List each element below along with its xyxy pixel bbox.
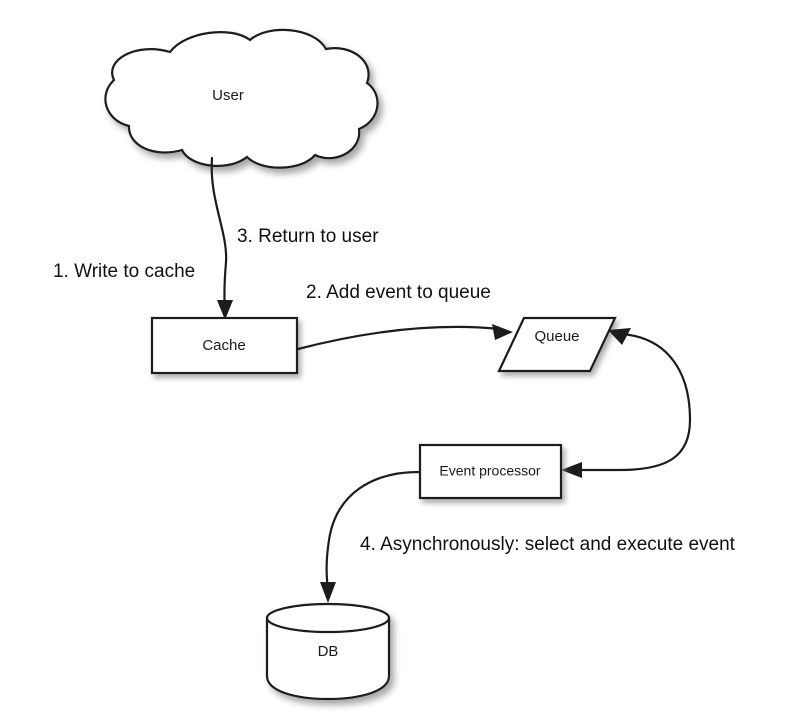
- db-shape: [265, 602, 391, 701]
- edge-queue-eventprocessor-loop: [561, 328, 692, 478]
- event-processor-shape: [418, 443, 563, 500]
- cache-shape: [150, 316, 299, 375]
- edge-cache-to-queue-path: [296, 325, 502, 351]
- node-queue[interactable]: Queue: [497, 316, 617, 373]
- edge-event-processor-to-db: [320, 470, 421, 603]
- arrowhead-into-queue-left: [492, 324, 513, 340]
- arrowhead-down-db: [320, 582, 336, 603]
- edge-user-to-cache-path: [210, 156, 228, 312]
- node-cache[interactable]: Cache: [150, 316, 299, 375]
- node-event-processor-label: Event processor: [439, 463, 540, 479]
- edge-event-processor-to-db-path: [325, 470, 421, 594]
- edge-label-step2: 2. Add event to queue: [306, 282, 491, 303]
- cloud-shape: [104, 28, 379, 169]
- queue-shape: [497, 316, 617, 373]
- edge-label-step1: 1. Write to cache: [53, 261, 195, 282]
- edge-user-to-cache: [210, 156, 233, 320]
- edge-loop-path: [573, 332, 692, 472]
- arrowhead-down-cache: [217, 300, 233, 320]
- node-user[interactable]: User: [104, 28, 379, 169]
- edge-label-step3: 3. Return to user: [237, 226, 379, 247]
- node-event-processor[interactable]: Event processor: [418, 443, 563, 500]
- edge-label-step4: 4. Asynchronously: select and execute ev…: [360, 534, 736, 555]
- arrowhead-into-event-processor: [561, 462, 582, 478]
- node-db[interactable]: DB: [265, 602, 391, 701]
- node-queue-label: Queue: [534, 328, 579, 345]
- node-user-label: User: [212, 87, 244, 104]
- node-cache-label: Cache: [202, 337, 245, 354]
- edge-cache-to-queue: [296, 324, 513, 351]
- node-db-label: DB: [318, 643, 339, 660]
- arrowhead-into-queue-right: [608, 328, 631, 345]
